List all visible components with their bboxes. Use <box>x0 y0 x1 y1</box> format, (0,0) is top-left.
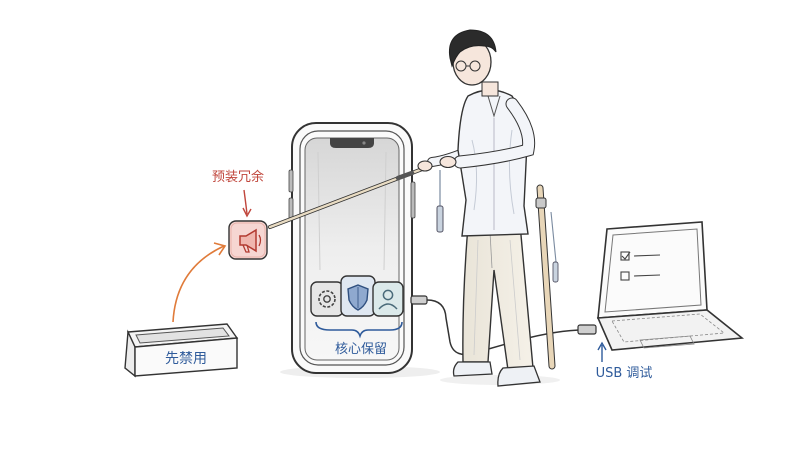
usb-debug-label: USB 调试 <box>596 366 653 381</box>
laptop <box>596 221 745 351</box>
storage-box <box>124 323 239 378</box>
pointer-stick <box>268 166 444 233</box>
wooden-staff <box>535 184 559 370</box>
person <box>417 29 541 387</box>
shield-icon[interactable] <box>340 275 376 317</box>
preinstalled-redundant-label: 预装冗余 <box>212 169 264 185</box>
phone-side-button <box>288 169 294 193</box>
smartphone <box>288 122 416 374</box>
orange-arrow <box>172 245 225 323</box>
phone-side-button <box>410 181 416 219</box>
core-brace <box>315 321 403 339</box>
core-apps-group <box>310 275 404 339</box>
gear-icon[interactable] <box>310 281 344 317</box>
phone-notch <box>330 138 374 148</box>
red-arrow <box>243 189 248 215</box>
user-icon[interactable] <box>372 281 404 317</box>
megaphone-icon[interactable] <box>228 220 268 260</box>
checklist-icon <box>620 251 661 281</box>
disable-first-label: 先禁用 <box>165 351 207 367</box>
core-keep-label: 核心保留 <box>335 342 387 357</box>
usb-cable <box>410 295 597 356</box>
